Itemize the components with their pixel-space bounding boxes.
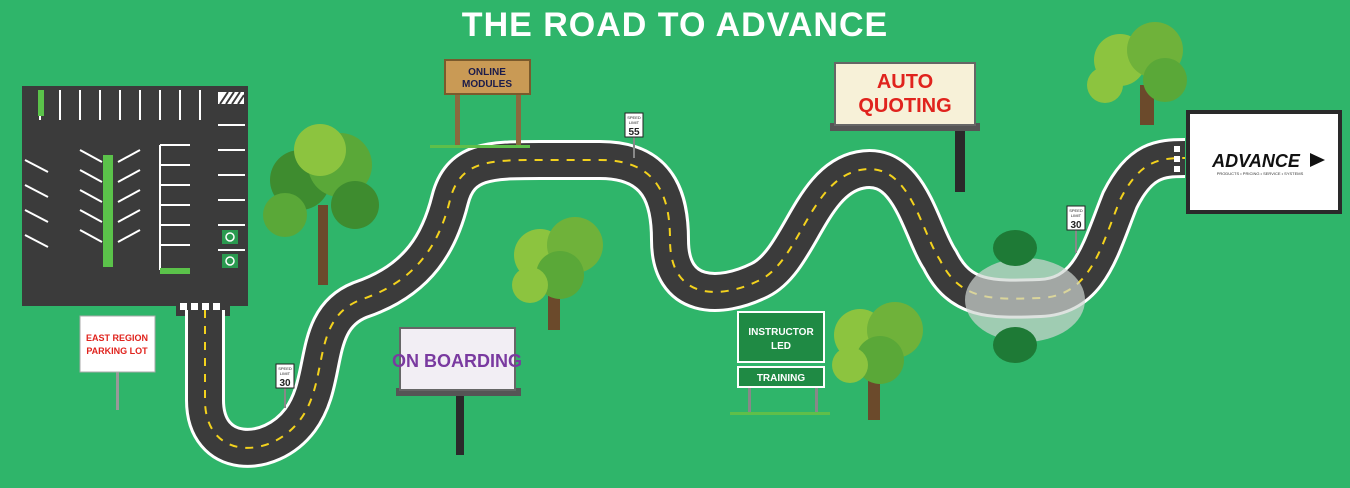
tree-top-right <box>1087 22 1187 125</box>
instructor-line1: INSTRUCTOR <box>748 327 814 338</box>
online-modules-sign: ONLINE MODULES <box>430 59 531 148</box>
instructor-led-training-sign: INSTRUCTOR LED TRAINING <box>730 311 830 415</box>
parking-sign-line1: EAST REGION <box>86 333 148 343</box>
advance-arrow-icon <box>1310 153 1325 167</box>
speed-limit-sign-2: SPEED LIMIT 55 <box>624 112 644 158</box>
online-modules-line2: MODULES <box>462 79 512 90</box>
onboarding-billboard: ON BOARDING <box>392 327 522 455</box>
advance-logo: ADVANCE <box>1211 151 1301 171</box>
tunnel-bush <box>993 230 1037 363</box>
tree-right-lower <box>832 302 923 420</box>
speed-limit-sign-3: SPEED LIMIT 30 <box>1066 205 1086 253</box>
svg-text:SPEED: SPEED <box>278 366 292 371</box>
auto-quoting-billboard: AUTO QUOTING <box>830 62 980 192</box>
onboarding-label: ON BOARDING <box>392 351 522 371</box>
speed-limit-sign-1: SPEED LIMIT 30 <box>275 363 295 408</box>
instructor-line3: TRAINING <box>757 373 806 384</box>
speed-limit-value-3: 30 <box>1070 220 1082 231</box>
speed-limit-value-1: 30 <box>279 378 291 389</box>
auto-quoting-line2: QUOTING <box>858 95 951 117</box>
svg-text:LIMIT: LIMIT <box>280 371 291 376</box>
speed-limit-value-2: 55 <box>628 127 640 138</box>
advance-tagline: PRODUCTS • PRICING • SERVICE • SYSTEMS <box>1217 171 1304 176</box>
auto-quoting-line1: AUTO <box>877 71 933 93</box>
svg-text:SPEED: SPEED <box>1069 208 1083 213</box>
svg-text:LIMIT: LIMIT <box>1071 213 1082 218</box>
parking-lot-sign: EAST REGION PARKING LOT <box>79 315 156 410</box>
tree-center <box>512 217 603 330</box>
svg-text:LIMIT: LIMIT <box>629 120 640 125</box>
parking-sign-line2: PARKING LOT <box>86 346 148 356</box>
tree-left <box>263 124 379 285</box>
winding-road <box>185 138 1186 468</box>
online-modules-line1: ONLINE <box>468 67 506 78</box>
svg-text:SPEED: SPEED <box>627 115 641 120</box>
instructor-line2: LED <box>771 341 791 352</box>
advance-destination-sign: ADVANCE PRODUCTS • PRICING • SERVICE • S… <box>1186 110 1342 214</box>
page-title: THE ROAD TO ADVANCE <box>461 6 889 44</box>
parking-lot <box>22 86 248 316</box>
accessible-parking-icon <box>222 230 238 268</box>
